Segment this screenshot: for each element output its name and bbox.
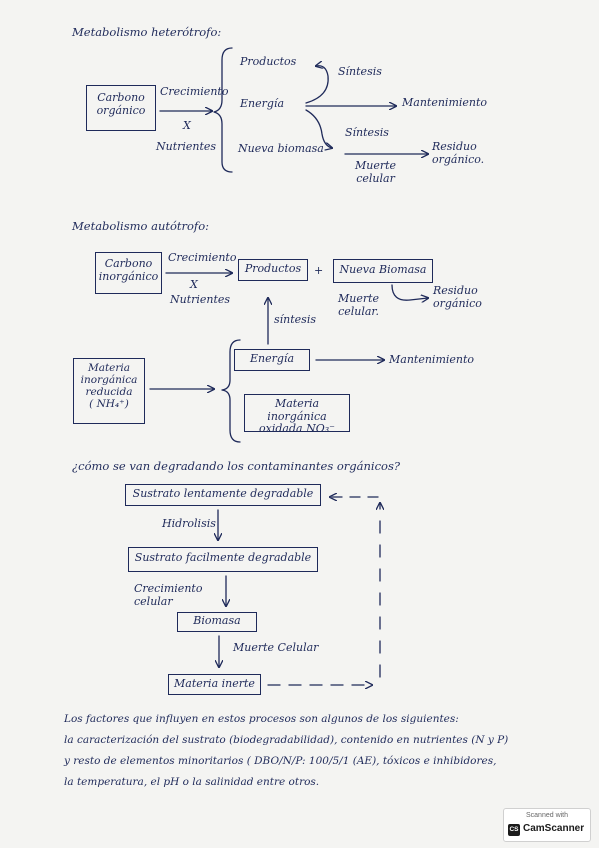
biomasa-box: Biomasa (177, 612, 257, 632)
hetero-title: Metabolismo heterótrofo: (72, 25, 222, 39)
auto-productos-box: Productos (238, 259, 308, 281)
auto-nueva-biomasa-box: Nueva Biomasa (333, 259, 433, 283)
hidrolisis-label: Hidrolisis (162, 517, 216, 530)
hetero-sintesis-1: Síntesis (338, 65, 382, 78)
hetero-brace (213, 47, 233, 173)
hetero-x: X (183, 119, 191, 132)
muerte-celular-label: Muerte Celular (233, 641, 319, 654)
auto-muerte: Muerte celular. (338, 292, 380, 318)
badge-scanned-with: Scanned with (525, 812, 569, 819)
auto-materia-reducida-box: Materia inorgánica reducida ( NH₄⁺) (73, 358, 145, 424)
auto-title: Metabolismo autótrofo: (72, 219, 209, 233)
sustrato-lento-box: Sustrato lentamente degradable (125, 484, 321, 506)
badge-name: CamScanner (523, 823, 585, 834)
hetero-arrow-sintesis-up (305, 66, 329, 104)
auto-crecimiento: Crecimiento (168, 251, 237, 264)
hetero-nueva-biomasa: Nueva biomasa (238, 142, 324, 155)
paragraph-line-4: la temperatura, el pH o la salinidad ent… (64, 776, 320, 788)
auto-x: X (190, 278, 198, 291)
sustrato-facil-label: Sustrato facilmente degradable (134, 551, 312, 564)
auto-nutrientes: Nutrientes (170, 293, 231, 306)
paragraph-line-2: la caracterización del sustrato (biodegr… (64, 734, 509, 746)
hetero-sintesis-2: Síntesis (345, 126, 389, 139)
materia-inerte-label: Materia inerte (174, 677, 255, 690)
hetero-arrow-sintesis-down (305, 109, 332, 148)
camscanner-badge: Scanned with CS CamScanner (503, 808, 591, 842)
hetero-residuo: Residuo orgánico. (432, 140, 485, 166)
auto-plus: + (314, 264, 324, 277)
paragraph-line-3: y resto de elementos minoritarios ( DBO/… (64, 755, 497, 767)
auto-sintesis: síntesis (274, 313, 316, 326)
crecimiento-celular-label: Crecimiento celular (134, 582, 203, 608)
auto-materia-oxidada-label: Materia inorgánica oxidada NO₃⁻ (259, 397, 335, 436)
auto-energia-label: Energía (250, 352, 294, 365)
hetero-energia: Energía (240, 97, 284, 110)
biomasa-label: Biomasa (193, 614, 241, 627)
materia-inerte-box: Materia inerte (168, 674, 261, 695)
auto-arrow-residuo (391, 284, 428, 300)
auto-nueva-biomasa-label: Nueva Biomasa (339, 263, 427, 276)
auto-materia-reducida-label: Materia inorgánica reducida ( NH₄⁺) (80, 362, 138, 411)
degradation-question: ¿cómo se van degradando los contaminante… (72, 459, 401, 473)
auto-materia-oxidada-box: Materia inorgánica oxidada NO₃⁻ (244, 394, 350, 435)
hetero-productos: Productos (240, 55, 297, 68)
sustrato-facil-box: Sustrato facilmente degradable (128, 547, 318, 572)
auto-brace (221, 339, 241, 443)
paragraph-line-1: Los factores que influyen en estos proce… (64, 713, 459, 725)
hetero-carbono-label: Carbono orgánico (96, 91, 146, 117)
auto-energia-box: Energía (234, 349, 310, 371)
auto-carbono-box: Carbono inorgánico (95, 252, 162, 294)
auto-carbono-label: Carbono inorgánico (98, 257, 159, 283)
auto-productos-label: Productos (244, 262, 302, 275)
camscanner-logo-icon: CS (508, 824, 520, 836)
hetero-nutrientes: Nutrientes (156, 140, 217, 153)
auto-residuo: Residuo orgánico (433, 284, 482, 310)
sustrato-lento-label: Sustrato lentamente degradable (132, 487, 314, 500)
hetero-carbono-box: Carbono orgánico (86, 85, 156, 131)
hetero-crecimiento: Crecimiento (160, 85, 229, 98)
hetero-mantenimiento: Mantenimiento (402, 96, 488, 109)
auto-mantenimiento: Mantenimiento (389, 353, 475, 366)
hetero-muerte: Muerte celular (355, 159, 397, 185)
